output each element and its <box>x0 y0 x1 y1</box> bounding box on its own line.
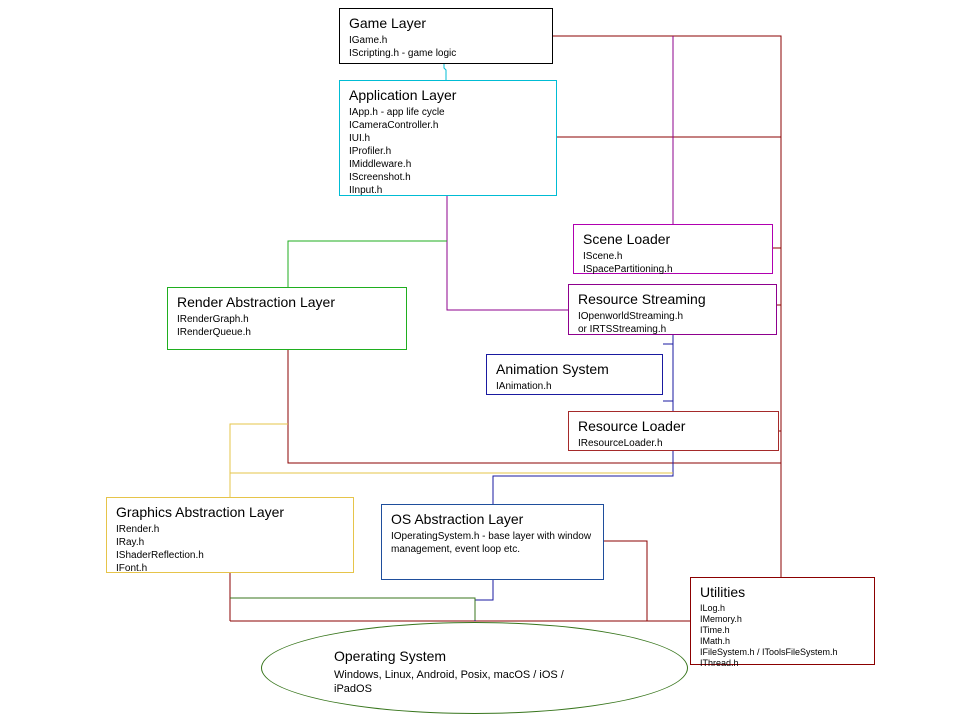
os-abstraction-title: OS Abstraction Layer <box>391 511 524 527</box>
connector-animation-loader <box>663 400 674 411</box>
utilities-line: IMath.h <box>700 636 731 646</box>
operating-system-description: Windows, Linux, Android, Posix, macOS / … <box>334 669 564 695</box>
connector-graphics-operating-system <box>230 597 476 620</box>
graphics-abstraction-box: Graphics Abstraction Layer IRender.h IRa… <box>106 497 354 574</box>
connector-streaming-animation <box>663 335 674 345</box>
application-layer-line: IUI.h <box>349 133 371 144</box>
render-abstraction-title: Render Abstraction Layer <box>177 294 335 310</box>
app-game-connector <box>443 62 447 80</box>
resource-streaming-box: Resource Streaming IOpenworldStreaming.h… <box>568 284 777 335</box>
graphics-connectors <box>229 423 673 497</box>
connector-loader-osabs <box>492 451 674 504</box>
game-layer-box: Game Layer IGame.h IScripting.h - game l… <box>339 8 553 64</box>
scene-loader-line: IScene.h <box>583 251 623 262</box>
graphics-abstraction-title: Graphics Abstraction Layer <box>116 504 285 520</box>
connector-game-utilities <box>553 35 782 577</box>
render-abstraction-line: IRenderGraph.h <box>177 314 249 325</box>
game-layer-title: Game Layer <box>349 15 427 31</box>
utilities-line: IMemory.h <box>700 614 742 624</box>
resource-streaming-title: Resource Streaming <box>578 291 706 307</box>
animation-system-box: Animation System IAnimation.h <box>486 354 663 395</box>
resource-streaming-line: or IRTSStreaming.h <box>578 324 667 335</box>
utilities-line: ILog.h <box>700 603 726 613</box>
render-connectors <box>287 240 447 287</box>
utilities-box: Utilities ILog.h IMemory.h ITime.h IMath… <box>690 577 875 668</box>
connector-application-game <box>443 62 447 80</box>
application-layer-line: IScreenshot.h <box>349 172 411 183</box>
graphics-abstraction-line: IFont.h <box>116 563 148 574</box>
graphics-os-connector <box>230 597 476 620</box>
connector-application-render <box>287 240 447 287</box>
application-layer-line: IMiddleware.h <box>349 159 412 170</box>
graphics-abstraction-line: IRay.h <box>116 537 145 548</box>
streaming-connectors <box>446 36 674 311</box>
os-abstraction-box: OS Abstraction Layer IOperatingSystem.h … <box>381 504 604 580</box>
utilities-title: Utilities <box>700 584 746 600</box>
resource-streaming-line: IOpenworldStreaming.h <box>578 311 684 322</box>
game-layer-line: IScripting.h - game logic <box>349 48 457 59</box>
resource-loader-line: IResourceLoader.h <box>578 438 663 449</box>
scene-loader-line: ISpacePartitioning.h <box>583 264 673 275</box>
scene-loader-title: Scene Loader <box>583 231 671 247</box>
application-layer-line: IInput.h <box>349 185 383 196</box>
operating-system-title: Operating System <box>334 648 447 664</box>
graphics-abstraction-line: IRender.h <box>116 524 160 535</box>
animation-connectors <box>474 335 674 621</box>
os-abstraction-line: management, event loop etc. <box>391 544 520 555</box>
application-layer-title: Application Layer <box>349 87 457 103</box>
animation-system-title: Animation System <box>496 361 609 377</box>
application-layer-line: IProfiler.h <box>349 146 392 157</box>
utilities-line: IFileSystem.h / IToolsFileSystem.h <box>700 647 838 657</box>
render-abstraction-line: IRenderQueue.h <box>177 327 251 338</box>
render-abstraction-box: Render Abstraction Layer IRenderGraph.h … <box>167 287 407 350</box>
connector-osabs-operating-system <box>604 540 648 621</box>
graphics-abstraction-line: IShaderReflection.h <box>116 550 204 561</box>
animation-system-line: IAnimation.h <box>496 381 552 392</box>
os-abstraction-line: IOperatingSystem.h - base layer with win… <box>391 531 592 542</box>
connector-osabs-bottom <box>474 580 494 621</box>
scene-loader-box: Scene Loader IScene.h ISpacePartitioning… <box>573 224 773 275</box>
utilities-line: IThread.h <box>700 658 739 668</box>
application-layer-box: Application Layer IApp.h - app life cycl… <box>339 80 557 196</box>
connector-application-streaming <box>446 196 568 311</box>
resource-loader-box: Resource Loader IResourceLoader.h <box>568 411 779 451</box>
utilities-line: ITime.h <box>700 625 730 635</box>
game-layer-line: IGame.h <box>349 35 388 46</box>
application-layer-line: IApp.h - app life cycle <box>349 107 445 118</box>
utilities-connectors <box>229 35 782 622</box>
resource-loader-title: Resource Loader <box>578 418 686 434</box>
connector-render-utilities <box>287 350 781 464</box>
connector-render-graphics <box>229 423 288 497</box>
operating-system-ellipse: Operating System Windows, Linux, Android… <box>261 622 688 714</box>
application-layer-line: ICameraController.h <box>349 120 439 131</box>
